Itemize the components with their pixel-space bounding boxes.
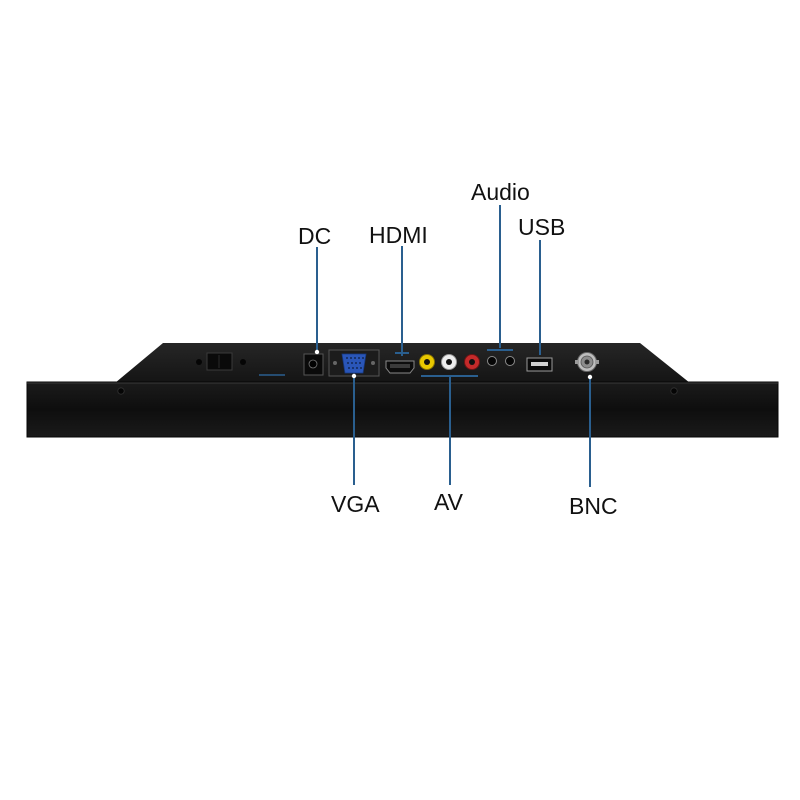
screw-icon — [117, 387, 125, 395]
screw-icon — [670, 387, 678, 395]
label-av: AV — [434, 489, 463, 515]
label-hdmi: HDMI — [369, 222, 428, 248]
audio-jack-icon — [487, 356, 515, 366]
av-white-jack-icon — [441, 354, 457, 370]
leader-lines — [316, 205, 591, 487]
vga-port-icon — [328, 349, 380, 377]
front-bezel — [26, 381, 779, 438]
leader-endpoints — [314, 349, 593, 380]
bnc-connector-icon — [575, 352, 599, 372]
label-bnc: BNC — [569, 493, 618, 519]
hdmi-port-icon — [385, 360, 415, 374]
label-audio: Audio — [471, 179, 530, 205]
label-vga: VGA — [331, 491, 380, 517]
dc-jack-icon — [303, 353, 324, 376]
label-dc: DC — [298, 223, 332, 249]
av-red-jack-icon — [464, 354, 480, 370]
label-usb: USB — [518, 214, 566, 240]
av-yellow-jack-icon — [419, 354, 435, 370]
switch-icon — [196, 352, 246, 371]
usb-port-icon — [526, 357, 553, 372]
